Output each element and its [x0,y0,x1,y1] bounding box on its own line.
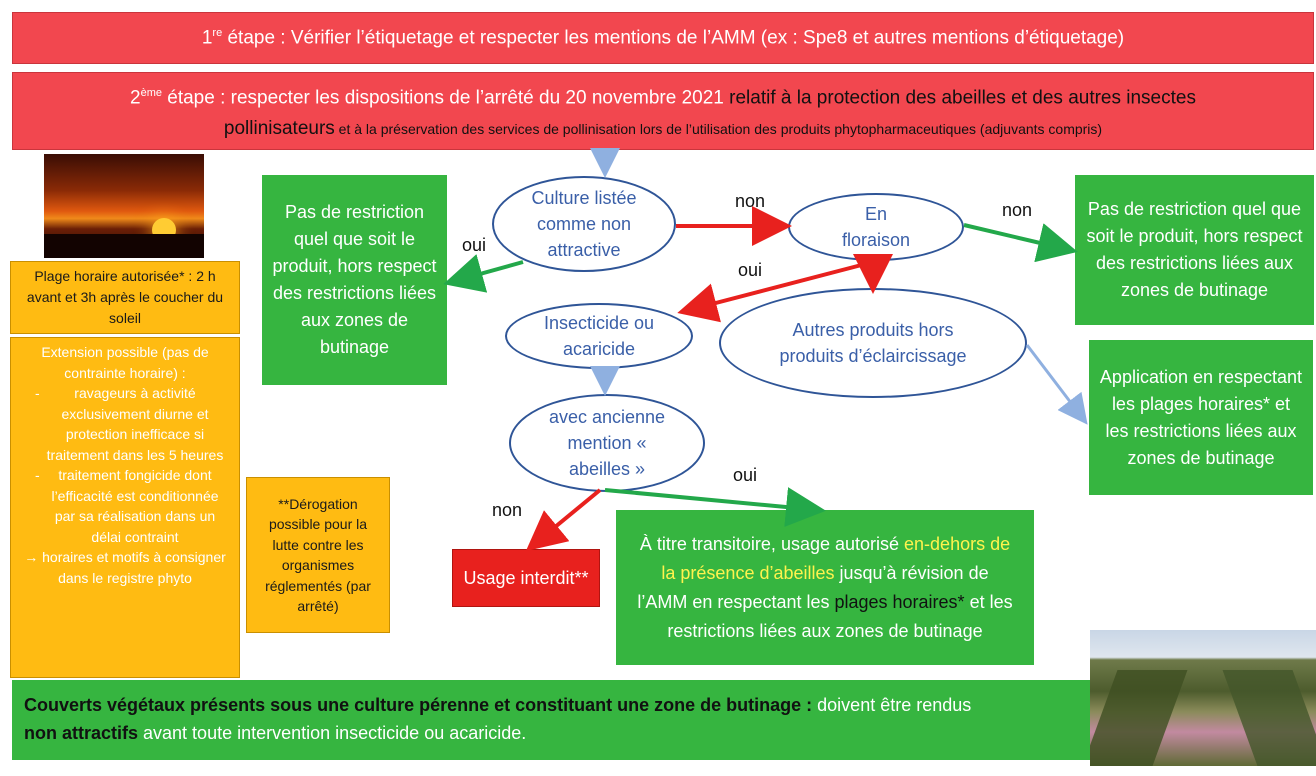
sunset-photo [44,154,204,258]
edge-label-non-1: non [735,191,766,211]
step2-line1: 2ème étape : respecter les dispositions … [130,87,1196,109]
footer-bold-text-2: non attractifs [24,723,139,743]
node-culture-listee: Culture listée comme non attractive [492,176,676,272]
arrow-culture-oui [443,254,524,293]
plage-horaire-text: Plage horaire autorisée* : 2 h avant et … [26,268,224,326]
extension-box: Extension possible (pas de contrainte ho… [10,337,240,678]
derogation-box: **Dérogation possible pour la lutte cont… [246,477,390,633]
arrow-floraison-non [963,223,1078,263]
node-insecticide-text: Insecticide ou acaricide [543,313,655,359]
step2-line2: pollinisateurs et à la préservation des … [223,117,1103,139]
dash-bullet-1: - [35,385,40,401]
footer-banner: Couverts végétaux présents sous une cult… [12,680,1090,760]
node-en-floraison-text: En floraison [841,204,911,250]
dash-bullet-2: - [35,467,40,483]
vine-row-1 [1090,670,1188,766]
arrow-autres-to-application [1025,344,1088,425]
footer-text-a: doivent être rendus [812,695,972,715]
step1-banner: 1re étape : Vérifier l’étiquetage et res… [12,12,1314,64]
vine-row-2 [1222,670,1316,766]
plage-horaire-box: Plage horaire autorisée* : 2 h avant et … [10,261,240,334]
arrow-ancienne-oui [604,487,826,527]
no-restriction-right-text: Pas de restriction quel que soit le prod… [1086,199,1303,300]
edge-label-non-2: non [1002,200,1033,220]
application-box: Application en respectant les plages hor… [1089,340,1313,495]
arrow-floraison-to-insecticide [677,260,874,323]
application-text: Application en respectant les plages hor… [1099,366,1303,468]
node-autres-produits: Autres produits hors produits d’éclairci… [719,288,1027,398]
node-autres-produits-text: Autres produits hors produits d’éclairci… [779,320,967,366]
extension-title: Extension possible (pas de contrainte ho… [41,344,209,381]
footer-text-b: avant toute intervention insecticide ou … [138,723,527,743]
edge-label-non-3: non [492,500,523,520]
extension-item1: - ravageurs à activité exclusivement diu… [35,385,224,463]
node-ancienne-mention-text: avec ancienne mention « abeilles » [548,407,666,479]
horizon-silhouette [44,234,204,258]
edge-label-oui-1: oui [462,235,487,255]
node-ancienne-mention: avec ancienne mention « abeilles » [509,394,705,492]
no-restriction-right-box: Pas de restriction quel que soit le prod… [1075,175,1314,325]
transitoire-text: À titre transitoire, usage autorisé en-d… [637,533,1013,641]
derogation-text: **Dérogation possible pour la lutte cont… [265,495,371,615]
no-restriction-left-box: Pas de restriction quel que soit le prod… [262,175,447,385]
arrow-ancienne-non [525,488,602,552]
footer-bold-text: Couverts végétaux présents sous une cult… [24,695,813,715]
step2-banner: 2ème étape : respecter les dispositions … [12,72,1314,150]
edge-label-oui-3: oui [733,465,758,485]
usage-interdit-text: Usage interdit** [463,568,589,588]
extension-item2: - traitement fongicide dont l’efficacité… [35,467,219,545]
step1-text: 1re étape : Vérifier l’étiquetage et res… [201,26,1125,49]
extension-item3: → horaires et motifs à consigner dans le… [24,549,226,586]
no-restriction-left-text: Pas de restriction quel que soit le prod… [272,202,437,357]
transitoire-box: À titre transitoire, usage autorisé en-d… [616,510,1034,665]
vineyard-photo [1090,630,1316,766]
node-culture-listee-text: Culture listée comme non attractive [531,188,637,260]
node-en-floraison: En floraison [788,193,964,261]
edge-label-oui-2: oui [738,260,763,280]
